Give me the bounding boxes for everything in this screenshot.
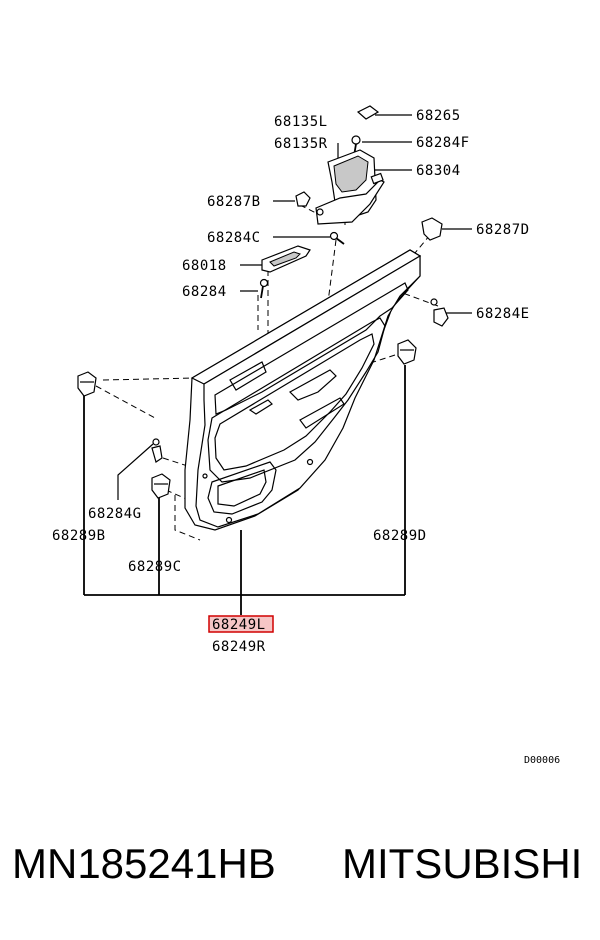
label-68304: 68304: [416, 163, 461, 179]
brand-name: MITSUBISHI: [342, 840, 583, 887]
label-68265: 68265: [416, 108, 461, 124]
label-68287D: 68287D: [476, 222, 530, 238]
screw-68284C: [329, 231, 345, 245]
label-68287B: 68287B: [207, 194, 261, 210]
diagram-reference: D00006: [524, 755, 560, 766]
parts-diagram: 68135L 68135R 68265 68284F 68304 68287B …: [52, 105, 560, 766]
clip-68289D: [397, 339, 417, 365]
label-68289B: 68289B: [52, 528, 106, 544]
label-68284: 68284: [182, 284, 227, 300]
part-number: MN185241HB: [12, 840, 276, 887]
label-68135R: 68135R: [274, 136, 328, 152]
highlight-box-68249L: [208, 615, 274, 633]
label-68249R: 68249R: [212, 639, 266, 655]
label-68284E: 68284E: [476, 306, 530, 322]
label-68135L: 68135L: [274, 114, 328, 130]
clip-68287B: [295, 191, 311, 207]
label-68284F: 68284F: [416, 135, 470, 151]
cap-68265: [356, 105, 380, 120]
label-68284G: 68284G: [88, 506, 142, 522]
label-68289D: 68289D: [373, 528, 427, 544]
footer: MN185241HB MITSUBISHI: [0, 840, 600, 900]
clip-68287D: [421, 217, 443, 241]
leader-lines: [83, 114, 472, 615]
screw-68284: [259, 278, 269, 299]
label-68284C: 68284C: [207, 230, 261, 246]
label-68249L[interactable]: 68249L: [212, 617, 266, 633]
door-trim-panel: [184, 249, 422, 531]
clip-68289C: [151, 473, 171, 499]
inner-handle-68304: [315, 149, 385, 225]
screw-68284E: [430, 298, 449, 327]
label-68018: 68018: [182, 258, 227, 274]
clip-68289B: [77, 371, 97, 397]
switch-panel-68018: [261, 245, 311, 273]
screw-68284G: [151, 438, 163, 463]
label-68289C: 68289C: [128, 559, 182, 575]
